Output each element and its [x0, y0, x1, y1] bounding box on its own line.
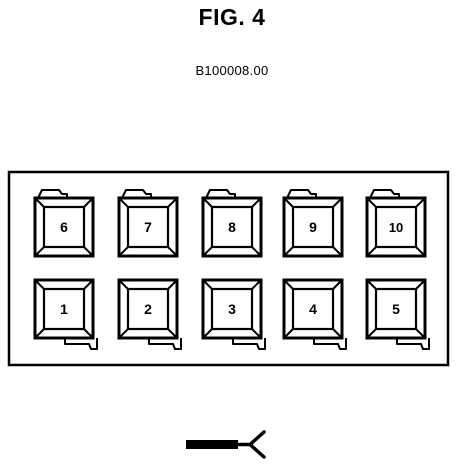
- terminal-bevel: [118, 279, 129, 290]
- arrow-pointer-icon: [186, 430, 266, 459]
- terminal-bevel: [332, 279, 343, 290]
- terminal-label: 10: [389, 220, 403, 235]
- terminal-bevel: [167, 246, 178, 257]
- terminal-bevel: [202, 197, 213, 208]
- terminal-latch: [369, 189, 400, 199]
- terminal-bevel: [83, 279, 94, 290]
- terminal-bevel: [118, 246, 129, 257]
- terminal-bevel: [332, 246, 343, 257]
- terminal-label: 5: [392, 301, 400, 317]
- terminal-latch: [396, 338, 430, 350]
- terminal-pin-face: [291, 287, 335, 331]
- terminal-label: 8: [228, 219, 236, 235]
- terminal-10: 10: [365, 189, 427, 258]
- figure-code: B100008.00: [195, 63, 269, 78]
- terminal-4: 4: [282, 278, 347, 350]
- terminal-6: 6: [33, 189, 95, 258]
- terminal-bevel: [251, 246, 262, 257]
- terminal-latch: [148, 338, 182, 350]
- terminal-bevel: [283, 328, 294, 339]
- terminal-label: 6: [60, 219, 68, 235]
- terminal-latch: [121, 189, 152, 199]
- terminal-bevel: [34, 197, 45, 208]
- terminal-bevel: [167, 279, 178, 290]
- terminal-bevel: [83, 246, 94, 257]
- terminal-bevel: [34, 279, 45, 290]
- terminal-bevel: [332, 328, 343, 339]
- terminal-bevel: [415, 197, 426, 208]
- top-row-terminals: 6 7 8 9 10: [33, 189, 427, 258]
- terminal-3: 3: [201, 278, 266, 350]
- terminal-bevel: [415, 246, 426, 257]
- terminal-bevel: [34, 328, 45, 339]
- terminal-8: 8: [201, 189, 263, 258]
- terminal-bevel: [118, 328, 129, 339]
- terminal-latch: [232, 338, 266, 350]
- terminal-bevel: [83, 328, 94, 339]
- terminal-label: 1: [60, 301, 68, 317]
- terminal-bevel: [251, 328, 262, 339]
- terminal-bevel: [202, 246, 213, 257]
- terminal-latch: [205, 189, 236, 199]
- terminal-pin-face: [126, 205, 170, 249]
- terminal-latch: [286, 189, 317, 199]
- terminal-pin-face: [42, 287, 86, 331]
- terminal-bevel: [251, 279, 262, 290]
- terminal-bevel: [366, 197, 377, 208]
- terminal-bevel: [366, 279, 377, 290]
- terminal-bevel: [167, 197, 178, 208]
- terminal-pin-face: [126, 287, 170, 331]
- bottom-row-terminals: 1 2 3 4 5: [33, 278, 430, 350]
- terminal-bevel: [283, 246, 294, 257]
- terminal-1: 1: [33, 278, 98, 350]
- terminal-pin-face: [374, 205, 418, 249]
- terminal-2: 2: [117, 278, 182, 350]
- terminal-label: 4: [309, 301, 317, 317]
- terminal-label: 2: [144, 301, 152, 317]
- terminal-bevel: [202, 279, 213, 290]
- terminal-bevel: [83, 197, 94, 208]
- terminal-bevel: [118, 197, 129, 208]
- terminal-bevel: [251, 197, 262, 208]
- terminal-pin-face: [42, 205, 86, 249]
- terminal-bevel: [283, 197, 294, 208]
- terminal-bevel: [202, 328, 213, 339]
- terminal-7: 7: [117, 189, 179, 258]
- terminal-bevel: [366, 246, 377, 257]
- terminal-latch: [37, 189, 68, 199]
- terminal-bevel: [34, 246, 45, 257]
- terminal-label: 7: [144, 219, 152, 235]
- terminal-latch: [313, 338, 347, 350]
- terminal-bevel: [167, 328, 178, 339]
- figure-title: FIG. 4: [198, 4, 266, 30]
- terminal-latch: [64, 338, 98, 350]
- terminal-pin-face: [374, 287, 418, 331]
- terminal-pin-face: [210, 205, 254, 249]
- terminal-bevel: [366, 328, 377, 339]
- terminal-bevel: [283, 279, 294, 290]
- terminal-pin-face: [210, 287, 254, 331]
- terminal-5: 5: [365, 278, 430, 350]
- terminal-bevel: [415, 328, 426, 339]
- terminal-9: 9: [282, 189, 344, 258]
- terminal-label: 9: [309, 219, 317, 235]
- terminal-bevel: [415, 279, 426, 290]
- terminal-label: 3: [228, 301, 236, 317]
- terminal-bevel: [332, 197, 343, 208]
- terminal-pin-face: [291, 205, 335, 249]
